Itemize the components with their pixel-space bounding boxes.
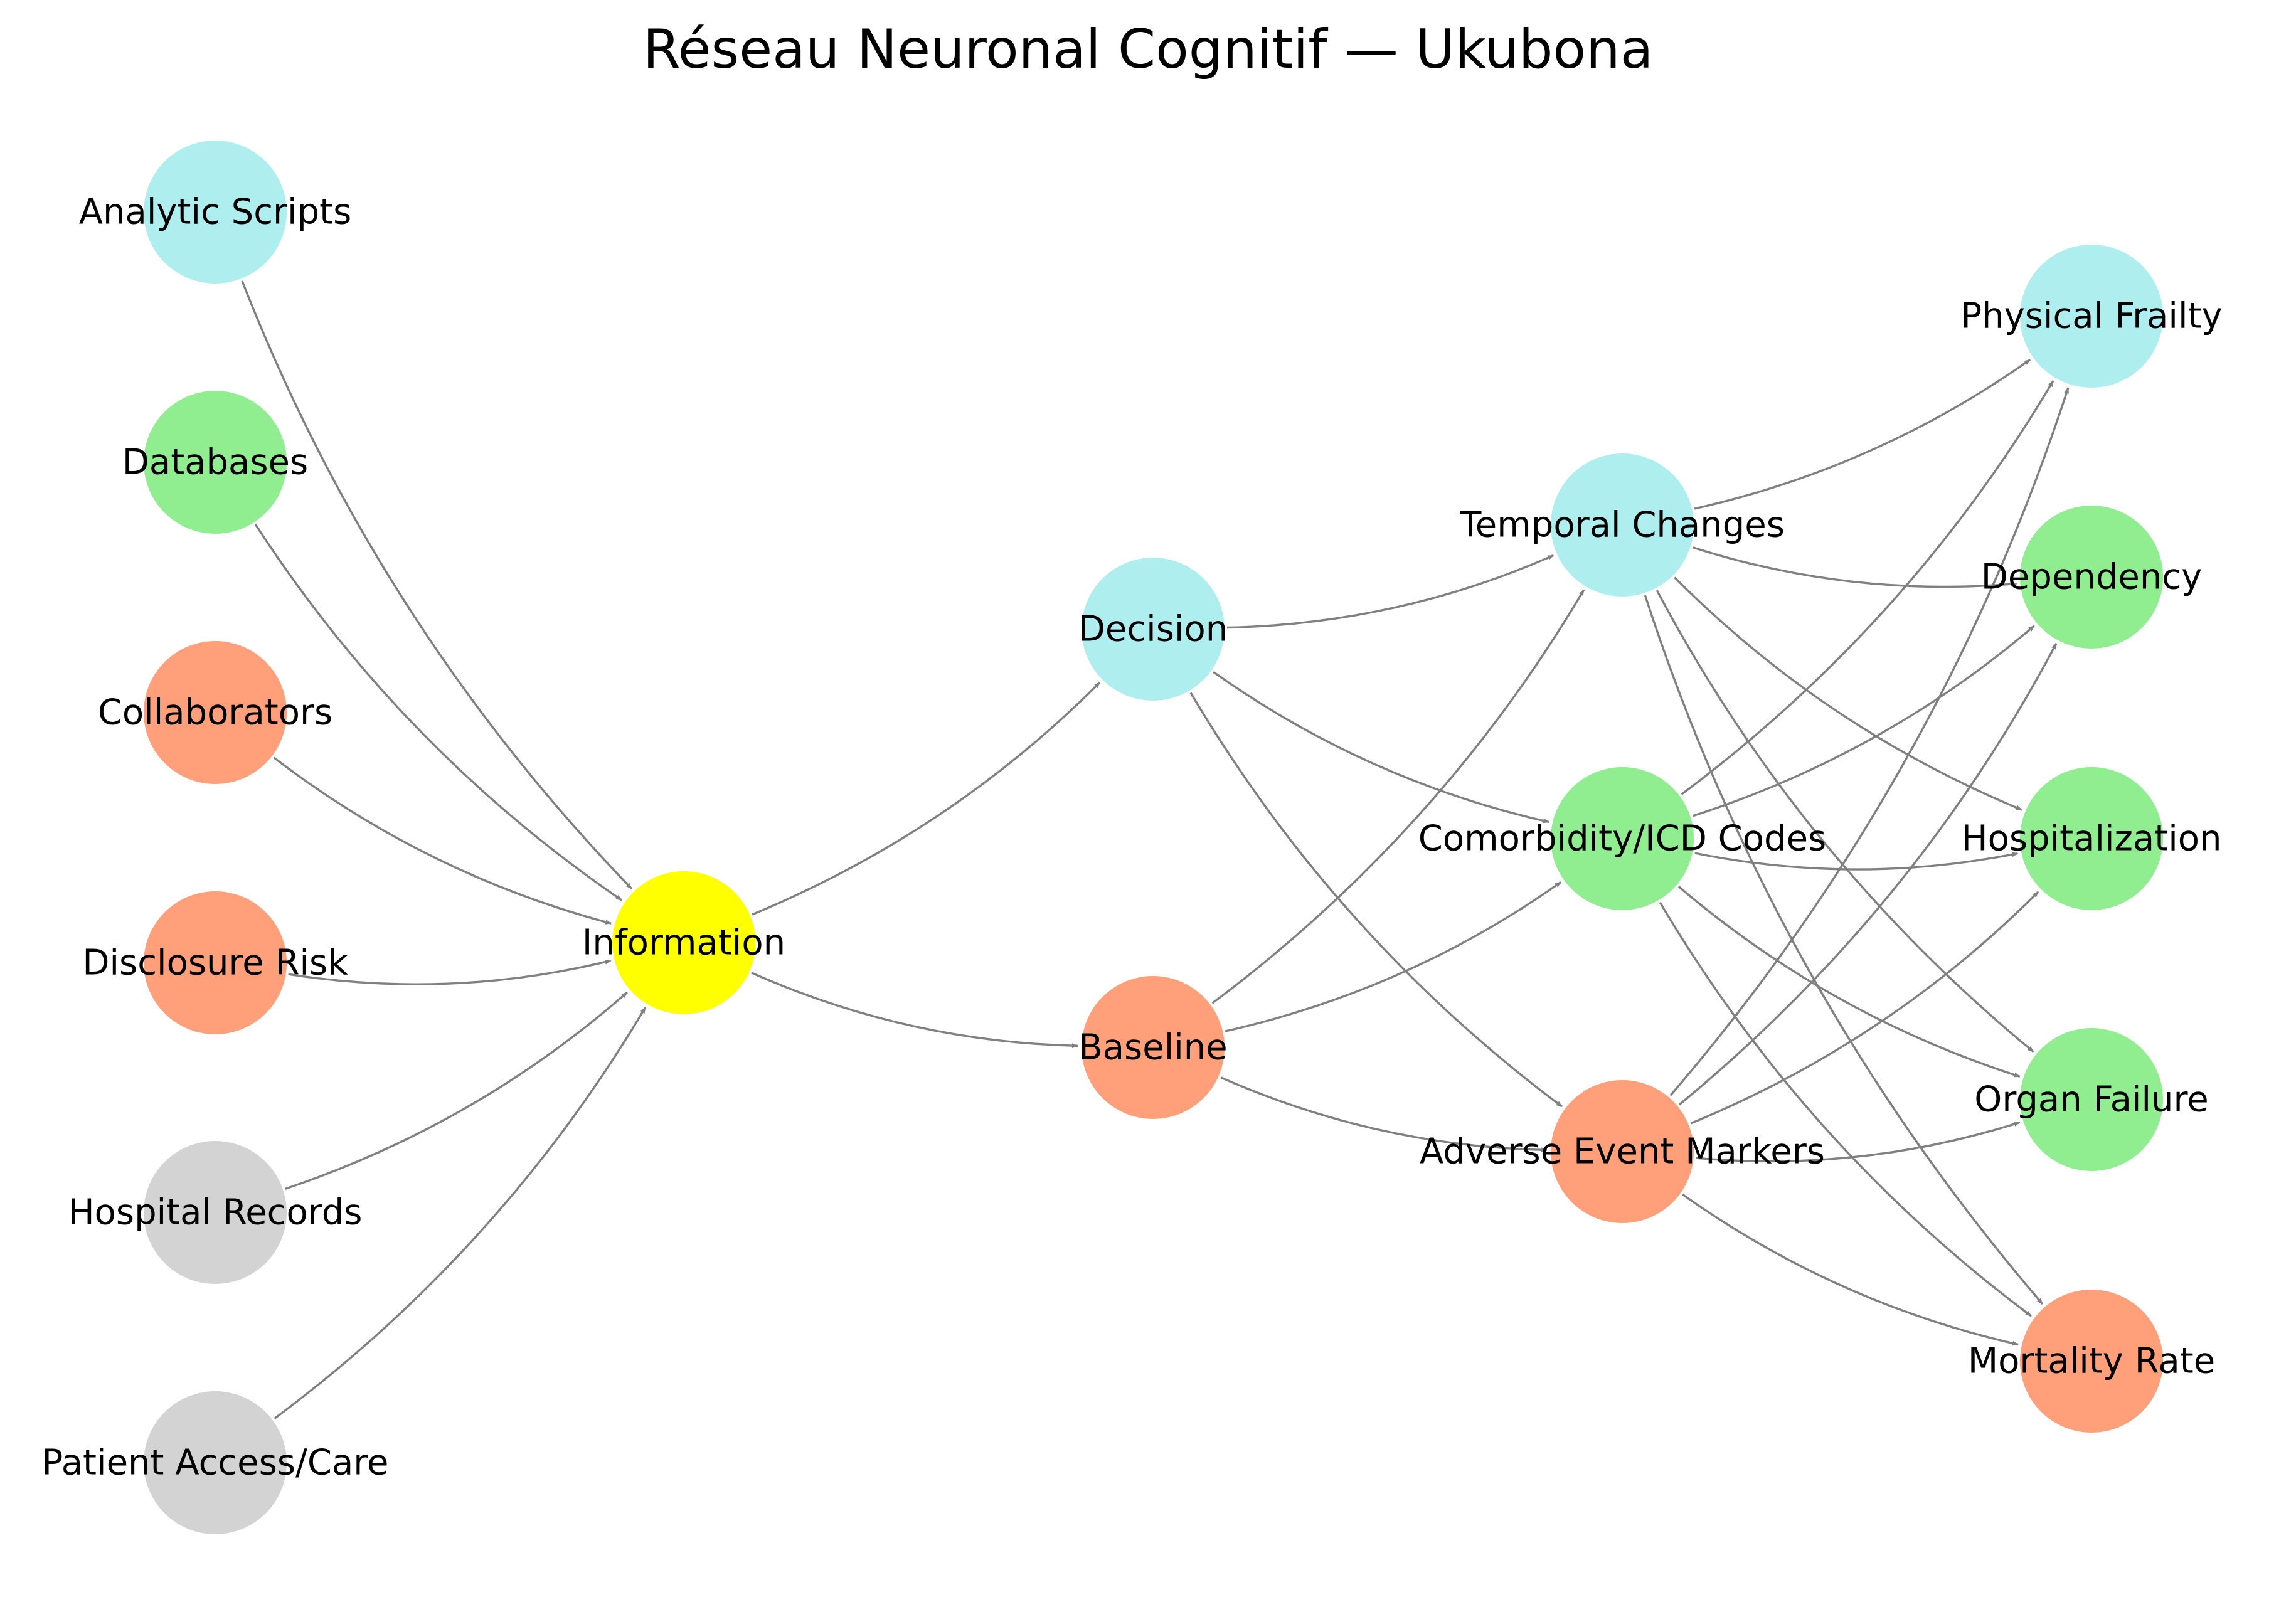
edge-comorbidity-to-organ bbox=[1677, 886, 2021, 1078]
node-comorbidity bbox=[1551, 767, 1694, 910]
edge-adverse-to-mortality bbox=[1682, 1193, 2019, 1346]
edge-temporal-to-dependency bbox=[1692, 546, 2017, 588]
node-adverse bbox=[1551, 1080, 1694, 1223]
edge-layer bbox=[241, 280, 2070, 1419]
edge-comorbidity-to-mortality bbox=[1659, 901, 2032, 1317]
edge-decision-to-temporal bbox=[1226, 554, 1555, 629]
node-mortality bbox=[2020, 1290, 2163, 1433]
edge-baseline-to-comorbidity bbox=[1225, 881, 1562, 1032]
edge-comorbidity-to-frailty bbox=[1681, 380, 2054, 795]
edge-baseline-to-adverse bbox=[1220, 1076, 1548, 1153]
node-disclosure bbox=[144, 891, 287, 1034]
diagram-title: Réseau Neuronal Cognitif — Ukubona bbox=[643, 18, 1654, 81]
node-label-frailty: Physical Frailty bbox=[1960, 296, 2222, 337]
node-decision bbox=[1082, 558, 1225, 701]
edge-patient-to-information bbox=[274, 1007, 647, 1419]
node-information bbox=[612, 871, 755, 1014]
node-label-temporal: Temporal Changes bbox=[1459, 505, 1785, 546]
node-label-collaborators: Collaborators bbox=[98, 692, 332, 733]
edge-temporal-to-organ bbox=[1656, 590, 2034, 1053]
edge-disclosure-to-information bbox=[288, 959, 612, 985]
node-scripts bbox=[144, 141, 287, 284]
node-label-hospital: Hospital Records bbox=[68, 1192, 363, 1233]
edge-decision-to-comorbidity bbox=[1213, 671, 1549, 824]
edge-adverse-to-dependency bbox=[1679, 643, 2058, 1106]
node-label-mortality: Mortality Rate bbox=[1968, 1341, 2215, 1382]
edge-temporal-to-mortality bbox=[1644, 595, 2044, 1305]
node-label-hospitalization: Hospitalization bbox=[1961, 819, 2221, 859]
node-label-comorbidity: Comorbidity/ICD Codes bbox=[1418, 819, 1826, 859]
edge-adverse-to-organ bbox=[1696, 1121, 2021, 1163]
node-label-baseline: Baseline bbox=[1078, 1027, 1227, 1068]
node-organ bbox=[2020, 1028, 2163, 1171]
edge-temporal-to-frailty bbox=[1694, 358, 2031, 510]
node-label-organ: Organ Failure bbox=[1974, 1079, 2209, 1120]
edge-information-to-baseline bbox=[751, 972, 1079, 1049]
node-baseline bbox=[1082, 976, 1225, 1119]
edge-hospital-to-information bbox=[285, 991, 628, 1190]
node-dependency bbox=[2020, 506, 2163, 649]
node-label-adverse: Adverse Event Markers bbox=[1420, 1132, 1825, 1172]
edge-adverse-to-hospitalization bbox=[1690, 891, 2039, 1125]
node-label-patient: Patient Access/Care bbox=[41, 1443, 388, 1483]
node-databases bbox=[144, 391, 287, 534]
node-layer bbox=[144, 141, 2163, 1534]
node-patient bbox=[144, 1391, 287, 1534]
edge-collaborators-to-information bbox=[273, 756, 612, 925]
node-temporal bbox=[1551, 453, 1694, 597]
node-label-decision: Decision bbox=[1078, 609, 1228, 650]
edge-comorbidity-to-dependency bbox=[1692, 625, 2035, 817]
edge-decision-to-adverse bbox=[1189, 692, 1563, 1108]
node-collaborators bbox=[144, 641, 287, 784]
node-label-dependency: Dependency bbox=[1981, 557, 2203, 598]
edge-baseline-to-temporal bbox=[1211, 589, 1585, 1004]
node-frailty bbox=[2020, 245, 2163, 388]
node-label-information: Information bbox=[582, 923, 785, 963]
edge-comorbidity-to-hospitalization bbox=[1694, 852, 2019, 871]
node-label-scripts: Analytic Scripts bbox=[79, 192, 352, 233]
node-hospitalization bbox=[2020, 767, 2163, 910]
node-hospital bbox=[144, 1141, 287, 1284]
edge-scripts-to-information bbox=[241, 280, 632, 889]
node-label-disclosure: Disclosure Risk bbox=[82, 943, 348, 984]
edge-temporal-to-hospitalization bbox=[1674, 576, 2023, 811]
node-label-databases: Databases bbox=[122, 442, 308, 483]
edge-databases-to-information bbox=[254, 524, 622, 901]
edge-information-to-decision bbox=[752, 681, 1101, 916]
label-layer: Patient Access/Care Hospital Records Discl… bbox=[41, 192, 2222, 1483]
edge-adverse-to-frailty bbox=[1669, 387, 2070, 1096]
